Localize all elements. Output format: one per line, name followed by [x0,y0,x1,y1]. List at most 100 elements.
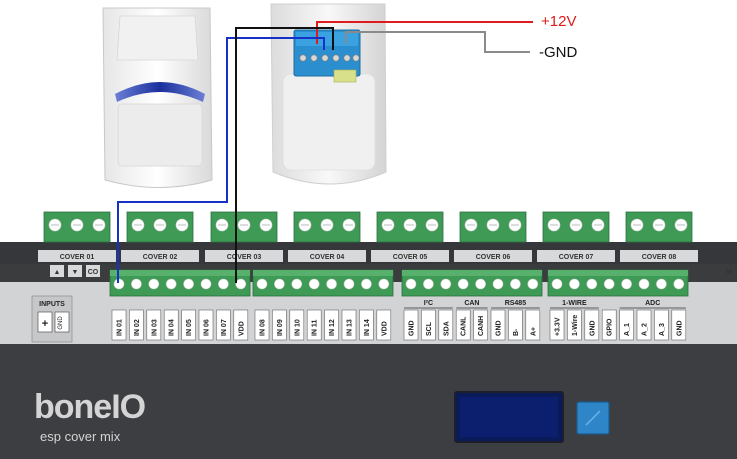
pin-label-text: A_2 [642,323,649,336]
pin-label-gnd: GND [671,309,687,341]
pin-label-1-wire: 1-Wire [567,309,582,341]
input-block-3 [401,269,543,297]
control-button[interactable] [576,401,610,435]
group-label: RS485 [505,300,527,307]
pin-label-text: IN 12 [329,319,336,336]
inputs-plus-label: + [42,318,48,330]
pin-label-in-11: IN 11 [306,309,322,341]
pin-label-sda: SDA [438,309,454,341]
terminal-screw [291,278,303,290]
cover-arrow-1 [50,265,64,277]
cover-label-text: COVER 04 [310,254,345,261]
input-block-1 [109,269,251,297]
pin-label-text: IN 01 [117,319,124,336]
terminal-screw [274,278,285,290]
relay-terminal-1 [43,211,111,243]
terminal-screw [569,278,580,290]
input-block-4 [547,269,689,297]
pin-label-text: SCL [426,321,433,336]
pin-label-text: IN 14 [364,319,371,336]
terminal-screw [405,278,417,290]
pin-label-text: VDD [238,321,245,336]
pin-label-canl: CANL [455,309,471,341]
pin-label-b: B- [508,309,523,341]
group-label: 1-WIRE [562,300,587,307]
group-can: CAN [456,300,488,309]
cover-arrow-3 [86,265,100,277]
cover-label-3: COVER 03 [205,250,283,262]
terminal-screw [586,278,598,290]
terminal-screw [621,278,632,290]
edge-mark: M [726,269,732,276]
pin-label-in-08: IN 08 [254,309,270,341]
pin-label-text: SDA [443,321,450,336]
cover-label-2: COVER 02 [121,250,199,262]
pin-label-in-12: IN 12 [324,309,339,341]
oled-display [454,391,564,443]
relay-terminal-5 [376,211,444,243]
terminal-screw [423,278,434,290]
inputs-gnd-label: GND [58,316,64,330]
pin-label-text: 1-Wire [572,315,579,336]
pin-label-gnd: GND [490,309,506,341]
pin-label-text: A_1 [624,323,631,336]
cover-label-5: COVER 05 [371,250,449,262]
group-1-wire: 1-WIRE [550,300,599,309]
pin-label-in-02: IN 02 [129,309,144,341]
cover-label-8: COVER 08 [620,250,698,262]
pin-label-vdd: VDD [233,309,249,341]
terminal-screw [235,278,247,290]
pin-label-in-06: IN 06 [198,309,214,341]
pin-label-in-13: IN 13 [341,309,357,341]
relay-terminal-7 [542,211,610,243]
relay-terminal-8 [625,211,693,243]
pin-label-text: IN 05 [186,319,193,336]
terminal-screw [656,278,667,290]
power-wire [316,21,533,44]
pin-label-gpio: GPIO [601,309,617,341]
group-label: I²C [424,300,433,307]
pin-label-gnd: GND [584,309,600,341]
relay-terminal-4 [293,211,361,243]
cover-label-text: COVER 03 [227,254,262,261]
power-label: +12V [541,13,576,30]
cover-label-1: COVER 01 [38,250,116,262]
brand-logo: boneIO esp cover mix [34,388,147,444]
terminal-screw [218,278,229,290]
terminal-screw [527,278,539,290]
pin-label-in-03: IN 03 [146,309,162,341]
ground-wire [345,31,530,53]
pir-sensor-front [102,7,213,188]
cover-arrow-text: CO [88,269,99,276]
pin-label-text: GND [676,320,683,336]
cover-arrow-text: ▲ [54,269,61,276]
inputs-title: INPUTS [39,301,65,308]
pin-label-canh: CANH [473,309,488,341]
terminal-screw [457,278,469,290]
pin-label-in-10: IN 10 [289,309,305,341]
pin-label-text: IN 10 [294,319,301,336]
terminal-screw [638,278,650,290]
pin-label-in-07: IN 07 [216,309,231,341]
pin-label-in-05: IN 05 [181,309,196,341]
cover-label-text: COVER 07 [559,254,594,261]
group-i-c: I²C [404,300,453,309]
pin-label-in-04: IN 04 [163,309,179,341]
pin-label-text: B- [513,328,520,336]
pin-label-text: IN 07 [221,319,228,336]
cover-label-7: COVER 07 [537,250,615,262]
input-terminal-blocks [109,269,689,297]
terminal-screw [510,278,521,290]
terminal-screw [475,278,486,290]
pin-label-in-09: IN 09 [272,309,287,341]
relay-terminal-3 [210,211,278,243]
group-label: CAN [464,300,479,307]
pin-label-a-2: A_2 [636,309,652,341]
terminal-screw [378,278,390,290]
input-block-2 [252,269,394,297]
pin-label-in-14: IN 14 [359,309,374,341]
pin-label-text: IN 02 [134,319,141,336]
pin-label-text: GPIO [607,318,614,336]
pin-label-text: IN 09 [277,319,284,336]
terminal-screw [673,278,685,290]
